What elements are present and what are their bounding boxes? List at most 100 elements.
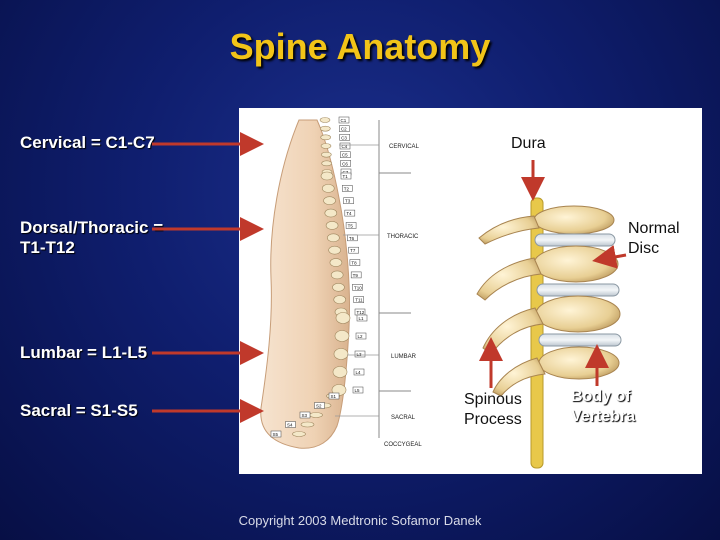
tag-s4: S4 [287,423,293,428]
tag-t11: T11 [355,298,363,303]
vertebra-c5 [321,151,332,158]
tag-box-t2 [342,185,353,192]
tag-t1: T1 [343,174,349,179]
tag-box-c2 [339,125,350,132]
tag-t12: T12 [357,310,365,315]
tag-c1: C1 [341,118,347,123]
vertebra-t6 [327,233,340,243]
tag-c2: C2 [341,127,347,132]
tag-box-s1 [328,392,340,400]
tag-t3: T3 [345,199,351,204]
tag-t8: T8 [351,261,357,266]
tag-l2: L2 [358,334,364,339]
tag-s2: S2 [316,404,322,409]
vertebra-l3 [333,348,349,360]
body-line2: Vertebra [571,408,636,425]
vertebra-t5 [325,221,339,230]
lumbar-label: Lumbar = L1-L5 [20,343,148,362]
tag-box-t3 [343,197,354,204]
tag-box-l1 [356,314,368,322]
spinous-process-label: Spinous Process [464,390,522,430]
tag-box-c6 [340,160,351,167]
tag-box-s2 [314,402,325,409]
tag-box-t1 [340,172,352,180]
tag-box-c5 [340,151,351,158]
vertebra-c1 [319,117,331,123]
tag-c6: C6 [342,161,348,166]
body-of-vertebra-label: Body of Vertebra [571,387,635,427]
sacral-label: Sacral = S1-S5 [20,401,138,420]
normal-disc-label: Normal Disc [628,219,680,259]
vertebra-l4 [332,366,348,378]
tag-t4: T4 [346,211,352,216]
vertebra-s4 [300,421,315,428]
section-thoracic: THORACIC [387,234,419,240]
spinous-line1: Spinous [464,391,522,408]
section-cervical: CERVICAL [389,144,420,150]
dura-label: Dura [511,135,546,152]
tag-t9: T9 [353,273,359,278]
tag-c5: C5 [342,153,348,158]
tag-box-s5 [270,430,282,438]
section-coccygeal: COCCYGEAL [384,442,422,448]
tag-box-l2 [355,332,367,340]
spinal-column: C1C2C3C4C5C6C7T1T2T3T4T5T6T7T8T9T10T11T1… [270,116,368,438]
spinous-line2: Process [464,411,522,428]
tag-box-c4 [339,142,351,150]
normal-disc-arrow [592,245,627,269]
tag-box-t8 [349,259,361,266]
section-sacral: SACRAL [391,415,416,421]
tag-box-c3 [339,134,350,141]
leader-lines [335,144,379,417]
vertebra-t10 [332,282,345,292]
vertebra-t11 [333,295,347,304]
vertebra-c4 [320,143,332,149]
tag-box-l3 [354,350,366,358]
tag-t2: T2 [344,186,350,191]
slide-title: Spine Anatomy [229,26,491,67]
tag-box-s3 [299,411,311,419]
tag-l5: L5 [355,388,361,393]
vertebra-t3 [323,196,336,206]
vertebra-c6 [321,160,332,167]
tag-t7: T7 [350,248,356,253]
tag-l4: L4 [356,370,362,375]
tag-box-l4 [353,368,365,376]
tag-box-t9 [350,271,362,279]
tag-s5: S5 [273,432,279,437]
normal-disc-line2: Disc [628,240,660,257]
tag-box-s4 [285,421,296,428]
section-brackets [378,120,411,438]
vertebra-c3 [320,134,331,141]
copyright-text: Copyright 2003 Medtronic Sofamor Danek [238,513,482,528]
tag-c7: C7 [343,170,349,175]
tag-t10: T10 [354,285,362,290]
body-line1: Body of [571,388,631,405]
vertebra-t1 [320,171,334,181]
vertebra-t4 [324,208,338,218]
tag-s1: S1 [331,394,337,399]
vertebra-t2 [321,184,335,193]
tag-box-l5 [352,386,364,394]
vertebra-s5 [292,431,306,437]
tag-box-t5 [345,222,357,229]
tag-box-t10 [352,284,363,291]
thoracic-label: Dorsal/Thoracic = T1-T12 [20,218,163,258]
section-lumbar: LUMBAR [391,354,417,360]
tag-box-t7 [348,246,359,254]
tag-c3: C3 [341,135,347,140]
vertebra-t8 [329,258,343,267]
vertebra-c2 [320,125,331,132]
vertebra-l2 [334,330,350,342]
vertebra-l1 [335,312,351,324]
tag-l1: L1 [359,316,365,321]
vertebra-upper [478,205,615,245]
cervical-label: Cervical = C1-C7 [20,133,155,152]
tag-t6: T6 [349,236,355,241]
thoracic-label-line1: Dorsal/Thoracic = [20,218,164,237]
tag-box-t11 [353,296,364,303]
vertebra-t7 [328,245,341,255]
tag-l3: L3 [357,352,363,357]
tag-c4: C4 [342,144,348,149]
